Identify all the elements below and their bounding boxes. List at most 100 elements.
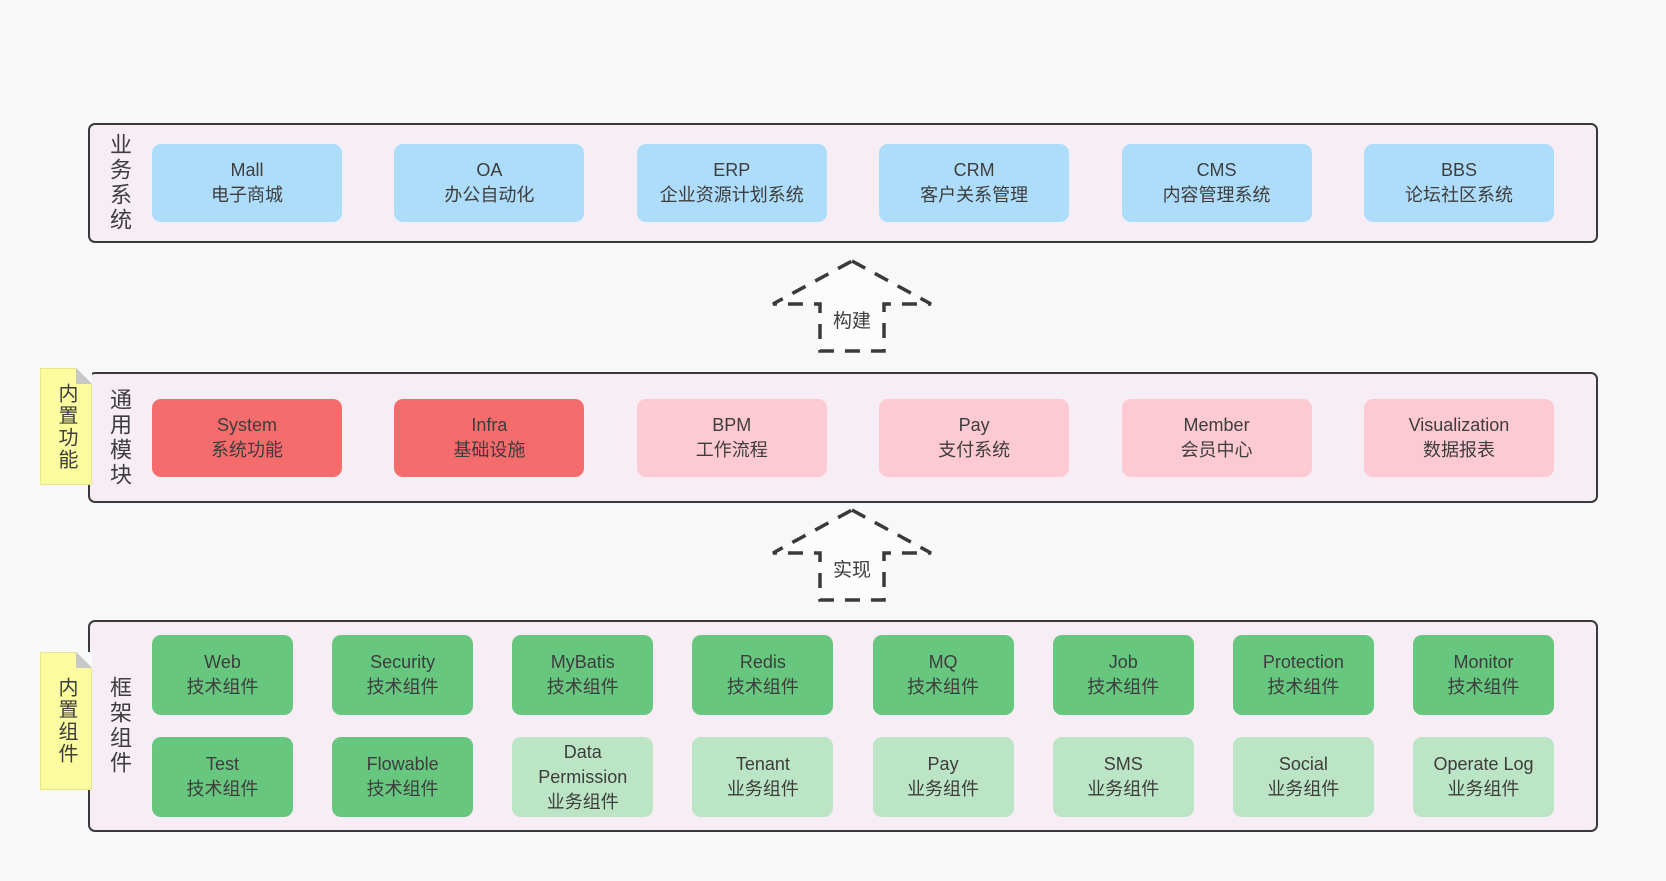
arrow-implement-label: 实现 [829, 555, 875, 582]
sticky-note-label: 内置组件 [55, 677, 77, 765]
box-subtitle: 电子商城 [211, 185, 283, 205]
box-security: Security 技术组件 [332, 635, 474, 715]
box-monitor: Monitor 技术组件 [1412, 635, 1554, 715]
section-framework-components: 框架组件 Web 技术组件 Security 技术组件 MyBatis 技术组件… [88, 620, 1598, 832]
box-visualization: Visualization 数据报表 [1363, 398, 1554, 477]
box-mq: MQ 技术组件 [872, 635, 1014, 715]
box-pay-module: Pay 支付系统 [879, 398, 1070, 477]
box-subtitle: 业务组件 [907, 779, 980, 799]
sticky-note-label: 内置功能 [55, 382, 77, 471]
box-crm: CRM 客户关系管理 [879, 144, 1070, 222]
box-bpm: BPM 工作流程 [636, 398, 827, 477]
box-title: Visualization [1408, 414, 1510, 435]
common-modules-rows: System 系统功能 Infra 基础设施 BPM 工作流程 Pay 支付系统… [136, 398, 1596, 477]
box-title: Job [1108, 652, 1138, 672]
box-subtitle: 技术组件 [366, 677, 439, 697]
box-protection: Protection 技术组件 [1232, 635, 1374, 715]
section-label-business-systems: 业务系统 [107, 133, 132, 233]
box-system: System 系统功能 [152, 398, 342, 477]
box-title: Test [205, 754, 239, 774]
box-subtitle: 技术组件 [1087, 677, 1160, 697]
box-title: Tenant [735, 754, 790, 774]
box-bbs: BBS 论坛社区系统 [1363, 144, 1554, 222]
box-subtitle: 基础设施 [453, 439, 526, 460]
arrow-build: 构建 [752, 256, 952, 356]
common-modules-row: System 系统功能 Infra 基础设施 BPM 工作流程 Pay 支付系统… [152, 398, 1554, 477]
box-erp: ERP 企业资源计划系统 [636, 144, 827, 222]
box-title: SMS [1103, 754, 1143, 774]
box-subtitle: 技术组件 [1267, 677, 1340, 697]
box-subtitle: 客户关系管理 [920, 185, 1029, 205]
box-subtitle: 工作流程 [695, 439, 768, 460]
business-systems-row: Mall 电子商城 OA 办公自动化 ERP 企业资源计划系统 CRM 客户关系… [152, 144, 1554, 222]
box-title: BBS [1440, 160, 1477, 180]
box-test: Test 技术组件 [152, 737, 293, 817]
box-title: Infra [471, 414, 508, 435]
business-systems-rows: Mall 电子商城 OA 办公自动化 ERP 企业资源计划系统 CRM 客户关系… [136, 144, 1596, 222]
box-title: Social [1278, 754, 1328, 774]
box-title: ERP [713, 160, 751, 180]
box-title: OA [476, 160, 503, 180]
box-subtitle: 企业资源计划系统 [659, 185, 804, 205]
box-subtitle: 论坛社区系统 [1404, 185, 1513, 205]
box-title: BPM [712, 414, 752, 435]
box-tenant: Tenant 业务组件 [692, 737, 834, 817]
box-title: Member [1183, 414, 1250, 435]
framework-components-rows: Web 技术组件 Security 技术组件 MyBatis 技术组件 Redi… [136, 635, 1596, 817]
section-label-framework-components: 框架组件 [107, 676, 132, 776]
box-oa: OA 办公自动化 [394, 144, 585, 222]
box-subtitle: 业务组件 [546, 791, 619, 812]
box-subtitle: 业务组件 [1447, 779, 1520, 799]
box-redis: Redis 技术组件 [692, 635, 834, 715]
box-title: Security [370, 652, 436, 672]
framework-components-row-2: Test 技术组件 Flowable 技术组件 Data Permission … [152, 737, 1554, 817]
box-subtitle: 技术组件 [546, 677, 619, 697]
section-common-modules: 通用模块 System 系统功能 Infra 基础设施 BPM 工作流程 Pay… [88, 372, 1598, 503]
framework-components-row-1: Web 技术组件 Security 技术组件 MyBatis 技术组件 Redi… [152, 635, 1554, 715]
section-business-systems: 业务系统 Mall 电子商城 OA 办公自动化 ERP 企业资源计划系统 CRM… [88, 123, 1598, 243]
box-title: Pay [958, 414, 990, 435]
box-title: Flowable [366, 754, 439, 774]
box-subtitle: 支付系统 [938, 439, 1011, 460]
box-title: Mall [230, 160, 264, 180]
box-social: Social 业务组件 [1232, 737, 1374, 817]
box-subtitle: 技术组件 [1447, 677, 1520, 697]
box-title: CMS [1196, 160, 1237, 180]
box-subtitle: 业务组件 [1087, 779, 1160, 799]
box-member: Member 会员中心 [1121, 398, 1312, 477]
box-title: Monitor [1453, 652, 1514, 672]
box-title: System [216, 414, 277, 435]
sticky-note-builtin-components: 内置组件 [40, 652, 92, 790]
box-infra: Infra 基础设施 [394, 398, 585, 477]
box-operate-log: Operate Log 业务组件 [1412, 737, 1554, 817]
box-title: Data Permission [538, 741, 628, 787]
box-data-permission: Data Permission 业务组件 [512, 737, 654, 817]
box-flowable: Flowable 技术组件 [332, 737, 474, 817]
box-sms: SMS 业务组件 [1052, 737, 1194, 817]
box-subtitle: 技术组件 [186, 779, 259, 799]
box-subtitle: 技术组件 [726, 677, 799, 697]
box-subtitle: 业务组件 [726, 779, 799, 799]
box-web: Web 技术组件 [152, 635, 293, 715]
box-title: MyBatis [550, 652, 615, 672]
box-mybatis: MyBatis 技术组件 [512, 635, 654, 715]
arrow-build-label: 构建 [829, 306, 875, 333]
box-subtitle: 数据报表 [1422, 439, 1495, 460]
box-title: Redis [739, 652, 786, 672]
box-subtitle: 内容管理系统 [1162, 185, 1271, 205]
box-subtitle: 技术组件 [186, 677, 259, 697]
box-job: Job 技术组件 [1052, 635, 1194, 715]
box-subtitle: 技术组件 [366, 779, 439, 799]
box-title: MQ [928, 652, 958, 672]
box-title: Pay [927, 754, 959, 774]
box-subtitle: 业务组件 [1267, 779, 1340, 799]
box-title: Operate Log [1433, 754, 1534, 774]
box-subtitle: 办公自动化 [444, 185, 535, 205]
section-label-common-modules: 通用模块 [107, 387, 132, 488]
box-mall: Mall 电子商城 [152, 144, 342, 222]
box-subtitle: 会员中心 [1180, 439, 1253, 460]
box-subtitle: 系统功能 [211, 439, 283, 460]
box-cms: CMS 内容管理系统 [1121, 144, 1312, 222]
box-pay-component: Pay 业务组件 [872, 737, 1014, 817]
sticky-note-builtin-features: 内置功能 [40, 368, 92, 485]
